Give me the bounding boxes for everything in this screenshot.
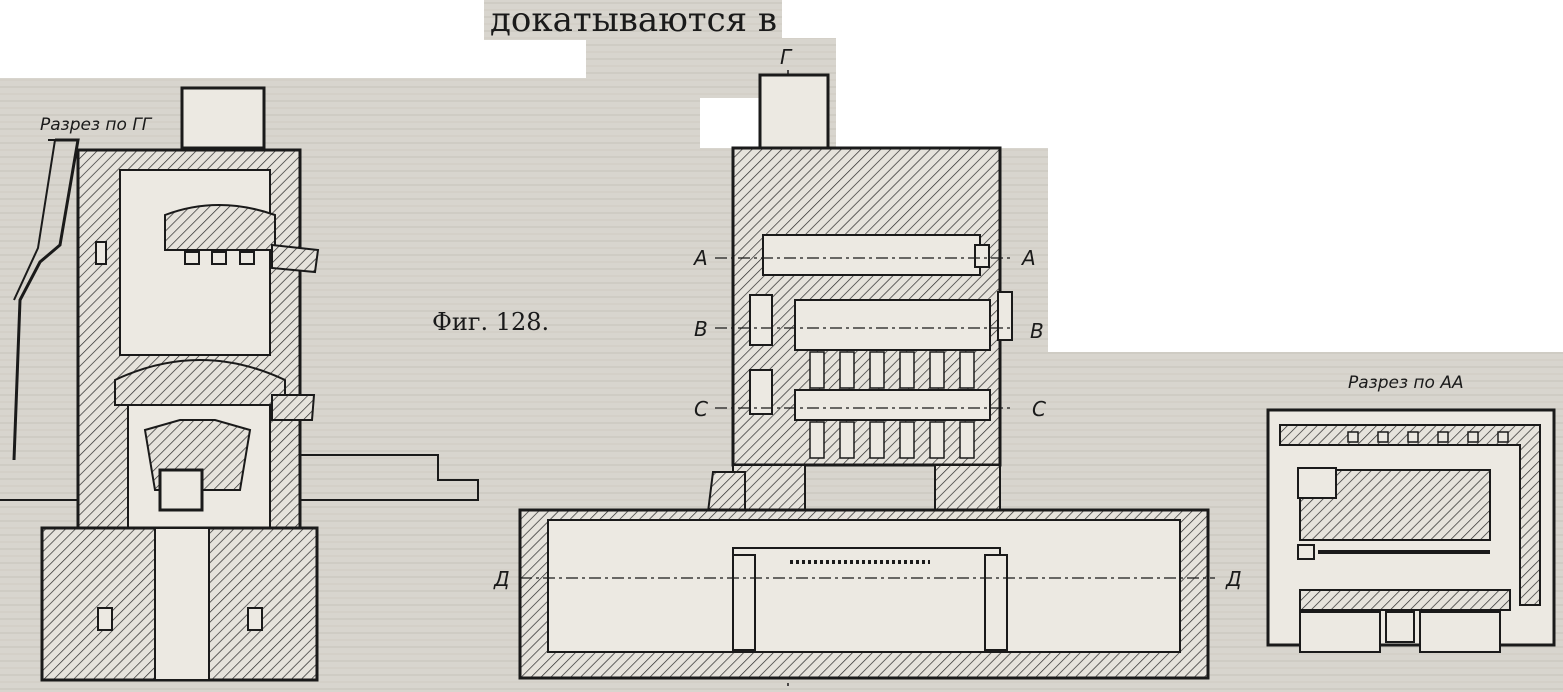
label-a-right: А — [1020, 246, 1036, 270]
label-b-right: В — [1030, 319, 1044, 343]
page-header-fragment: докатываются в — [490, 0, 777, 40]
label-d-right: Д — [1225, 567, 1242, 591]
section-gg-title: Разрез по ГГ — [40, 115, 153, 135]
flue-openings — [1347, 431, 1509, 443]
figure-caption: Фиг. 128. — [432, 308, 549, 336]
label-a-left: А — [692, 246, 708, 270]
label-b-left: В — [694, 317, 708, 341]
section-gg-view: Разрез по ГГ — [0, 86, 479, 682]
grate-bars — [809, 351, 975, 459]
label-c-left: С — [694, 397, 708, 421]
label-d-left: Д — [493, 567, 510, 591]
section-aa-view: Разрез по АА — [1266, 373, 1556, 653]
main-section-view: Г — [493, 45, 1242, 690]
label-c-right: С — [1032, 397, 1046, 421]
section-aa-title: Разрез по АА — [1348, 373, 1464, 393]
axis-label-g-top: Г — [780, 45, 793, 69]
